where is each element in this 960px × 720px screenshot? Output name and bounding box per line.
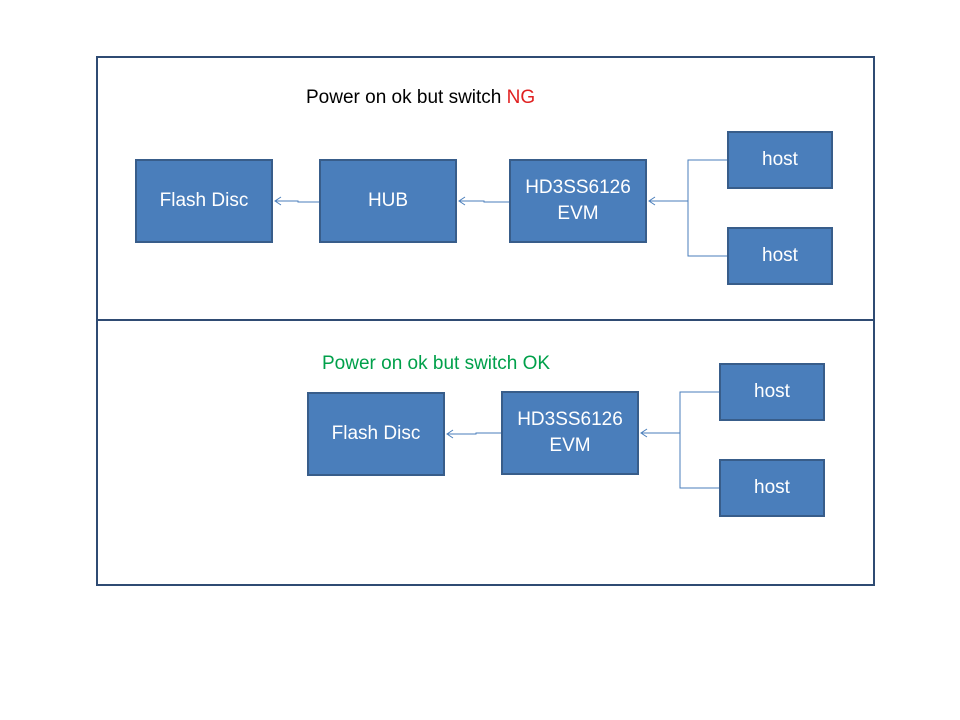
top-evm-box: HD3SS6126 EVM [509, 159, 647, 243]
bottom-host-box-2: host [719, 459, 825, 517]
top-evm-label-line2: EVM [557, 203, 599, 224]
bottom-section-title: Power on ok but switch OK [322, 353, 551, 374]
bottom-host-label-2: host [754, 477, 790, 499]
bottom-flash-disc-box: Flash Disc [307, 392, 445, 476]
top-title-status: NG [506, 87, 536, 108]
top-flash-disc-box: Flash Disc [135, 159, 273, 243]
top-flash-disc-label: Flash Disc [159, 190, 249, 212]
top-title-prefix: Power on ok but switch [306, 87, 507, 108]
top-host-label-2: host [762, 245, 798, 267]
bottom-evm-label-line2: EVM [549, 435, 591, 456]
top-section-title: Power on ok but switch NG [306, 88, 535, 107]
bottom-evm-label-line1: HD3SS6126 [517, 409, 623, 431]
bottom-host-label-1: host [754, 381, 790, 403]
top-host-box-1: host [727, 131, 833, 189]
bottom-flash-disc-label: Flash Disc [331, 423, 421, 445]
bottom-evm-box: HD3SS6126 EVM [501, 391, 639, 475]
top-hub-box: HUB [319, 159, 457, 243]
top-host-label-1: host [762, 149, 798, 171]
bottom-host-box-1: host [719, 363, 825, 421]
section-divider [96, 319, 873, 321]
top-host-box-2: host [727, 227, 833, 285]
top-evm-label-line1: HD3SS6126 [525, 177, 631, 199]
diagram-frame [96, 56, 875, 586]
top-hub-label: HUB [367, 190, 409, 212]
